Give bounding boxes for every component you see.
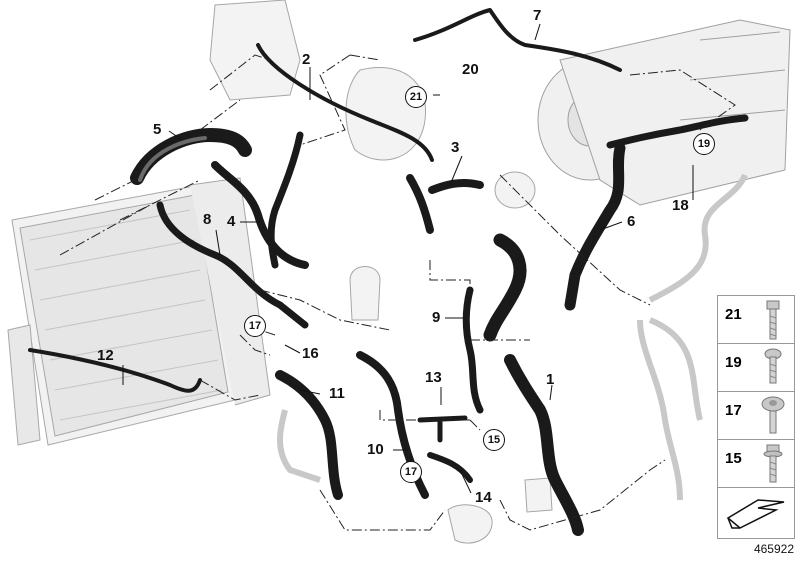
radiator [7,177,271,446]
legend-label: 15 [725,450,742,467]
bolt-flange-icon [763,444,783,483]
callout-16: 16 [302,345,319,362]
callout-13: 13 [425,369,442,386]
circled-callout-19: 19 [693,133,715,155]
callout-11: 11 [329,385,345,402]
callout-4: 4 [227,213,236,230]
screw-panhead-icon [761,396,785,434]
callout-lines [122,23,694,494]
callout-7: 7 [533,7,542,24]
callout-5: 5 [153,121,162,138]
engine-components [209,0,553,544]
hoses [28,8,749,536]
transmission [537,19,791,206]
direction-arrow-icon [726,499,785,529]
circled-callout-15: 15 [483,429,505,451]
drawing-number: 465922 [753,542,794,556]
circled-callout-17-lower: 17 [400,461,422,483]
callout-12: 12 [97,347,114,364]
legend-label: 17 [725,402,742,419]
callout-6: 6 [627,213,636,230]
leader-lines [59,54,736,531]
legend-label: 19 [725,354,742,371]
callout-10: 10 [367,441,384,458]
bolt-torx-icon [764,348,782,384]
fastener-legend: 21 19 17 15 [717,295,795,539]
legend-item-17: 17 [718,392,794,440]
legend-item-21: 21 [718,296,794,344]
legend-item-19: 19 [718,344,794,392]
legend-item-15: 15 [718,440,794,488]
callout-14: 14 [475,489,492,506]
callout-9: 9 [432,309,441,326]
callout-20: 20 [462,61,479,78]
callout-18: 18 [672,197,689,214]
circled-callout-21: 21 [405,86,427,108]
callout-1: 1 [546,371,555,388]
outline-pipes [277,173,748,501]
bolt-hex-icon [766,300,780,340]
legend-label: 21 [725,306,742,323]
callout-2: 2 [302,51,311,68]
callout-8: 8 [203,211,212,228]
circled-callout-17: 17 [244,315,266,337]
callout-3: 3 [451,139,460,156]
legend-arrow-cell [718,488,794,537]
